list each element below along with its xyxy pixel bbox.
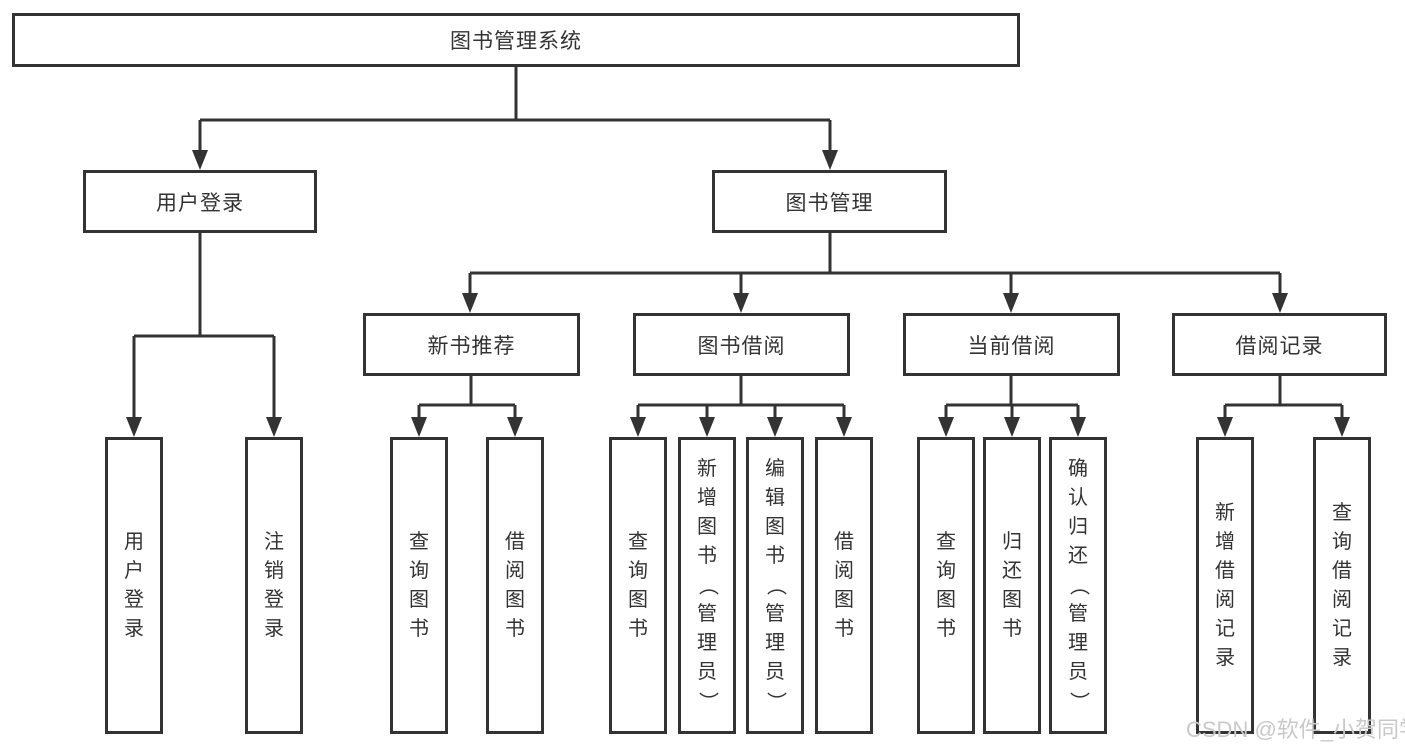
node-query-books-recommendation: 查询图书	[390, 437, 448, 734]
node-edit-books-admin: 编辑图书（管理员）	[746, 437, 804, 734]
node-user-login: 用户登录	[83, 170, 317, 233]
node-add-borrowing-record: 新增借阅记录	[1196, 437, 1254, 734]
node-query-books-borrowing: 查询图书	[609, 437, 667, 734]
node-book-borrowing: 图书借阅	[633, 313, 850, 376]
node-return-books: 归还图书	[983, 437, 1041, 734]
node-book-management: 图书管理	[712, 170, 947, 233]
node-borrowing-records: 借阅记录	[1172, 313, 1387, 376]
csdn-watermark: CSDN @软件_小贺同学	[1186, 717, 1405, 742]
node-query-borrowing-record: 查询借阅记录	[1313, 437, 1371, 734]
node-add-books-admin: 新增图书（管理员）	[678, 437, 736, 734]
node-logout-leaf: 注销登录	[245, 437, 303, 734]
node-confirm-return-admin: 确认归还（管理员）	[1049, 437, 1107, 734]
node-current-borrowing: 当前借阅	[903, 313, 1120, 376]
node-new-book-recommendation: 新书推荐	[363, 313, 580, 376]
node-borrow-books-borrowing: 借阅图书	[815, 437, 873, 734]
node-borrow-books-recommendation: 借阅图书	[486, 437, 544, 734]
node-query-books-current: 查询图书	[917, 437, 975, 734]
node-user-login-leaf: 用户登录	[105, 437, 163, 734]
node-library-management-system: 图书管理系统	[12, 13, 1020, 67]
